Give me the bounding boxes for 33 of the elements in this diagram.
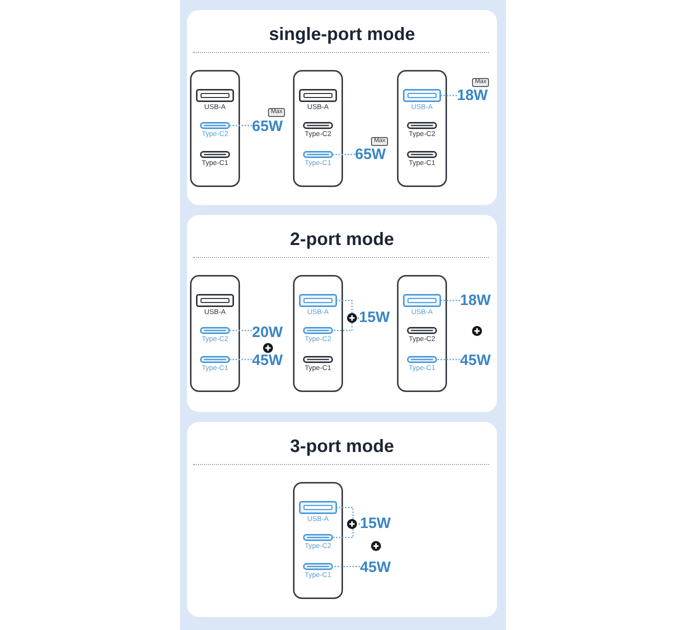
leader-line bbox=[441, 300, 460, 302]
wattage-label: 45W bbox=[360, 560, 391, 576]
wattage-label: 18W bbox=[460, 293, 491, 309]
charger-body bbox=[293, 482, 343, 599]
wattage-label: 18W bbox=[457, 88, 488, 104]
leader-line bbox=[230, 124, 252, 126]
wattage-label: 20W bbox=[252, 325, 283, 341]
leader-line bbox=[230, 330, 252, 332]
charger-body bbox=[397, 70, 447, 187]
charger-body bbox=[190, 275, 240, 392]
leader-line bbox=[333, 566, 360, 568]
mode-panel bbox=[187, 422, 497, 617]
panel-heading: 3-port mode bbox=[288, 435, 395, 457]
mode-panel bbox=[187, 215, 497, 412]
wattage-label: 45W bbox=[460, 353, 491, 369]
leader-line bbox=[441, 94, 457, 96]
panel-heading: single-port mode bbox=[268, 23, 416, 45]
wattage-label: 45W bbox=[252, 353, 283, 369]
leader-line bbox=[437, 358, 460, 360]
leader-line bbox=[333, 317, 359, 332]
wattage-label: 15W bbox=[360, 516, 391, 532]
mode-panel bbox=[187, 10, 497, 205]
charger-body bbox=[190, 70, 240, 187]
charger-body bbox=[397, 275, 447, 392]
wattage-label: 65W bbox=[252, 119, 283, 135]
wattage-label: 15W bbox=[359, 310, 390, 326]
wattage-label: 65W bbox=[355, 147, 386, 163]
panel-heading: 2-port mode bbox=[288, 228, 395, 250]
leader-line bbox=[230, 358, 252, 360]
charger-body bbox=[293, 275, 343, 392]
leader-line bbox=[333, 523, 360, 538]
leader-line bbox=[333, 154, 355, 156]
charger-body bbox=[293, 70, 343, 187]
